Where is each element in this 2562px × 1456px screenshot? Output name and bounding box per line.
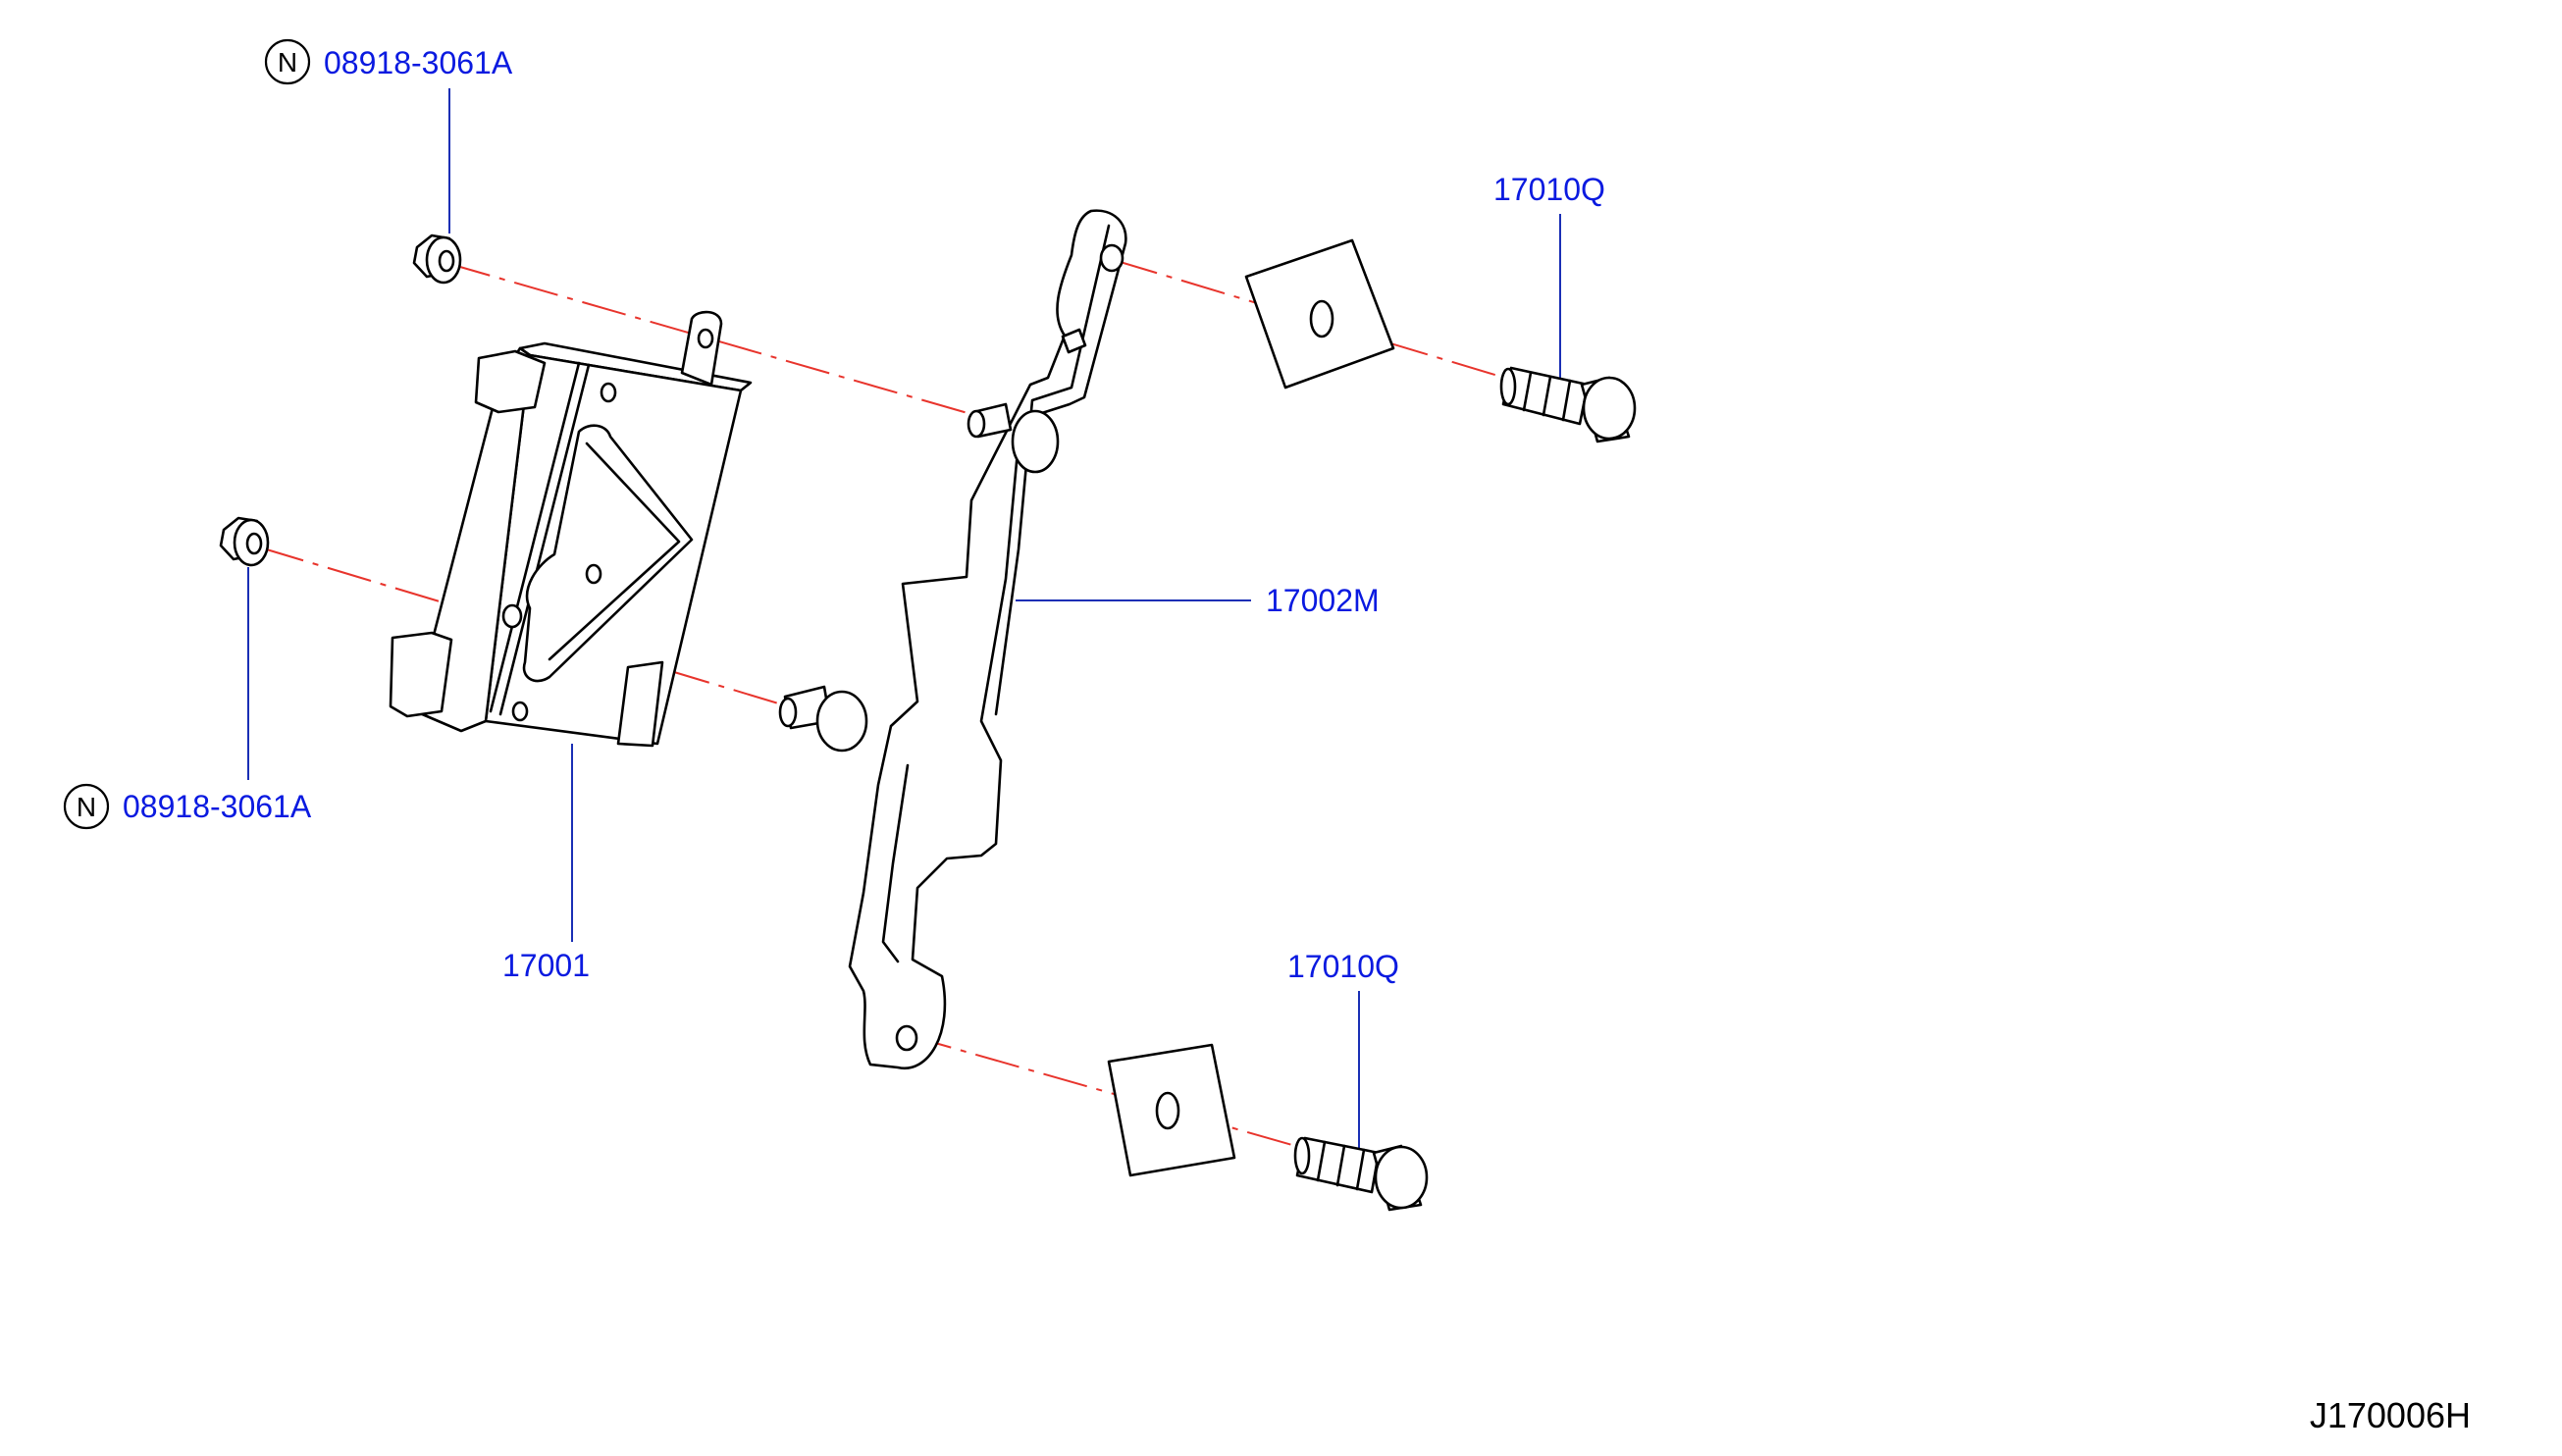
bolt-bottom-thread-2 (1335, 1144, 1346, 1187)
bracket-lower-hole (895, 1024, 918, 1052)
callouts: N 08918-3061A N 08918-3061A 17010Q 17010… (63, 38, 2471, 1435)
nut-left-bore (245, 532, 263, 555)
standard-part-letter-left: N (77, 792, 96, 822)
diagram-reference-code: J170006H (2310, 1395, 2471, 1435)
center-line-left (259, 546, 796, 709)
standard-part-letter-top: N (278, 47, 297, 78)
bolt-top-shank (1501, 366, 1590, 426)
bolt-bottom (1293, 1136, 1429, 1212)
callout-control-unit: 17001 (502, 948, 590, 983)
upper-stud-base (1011, 409, 1060, 474)
lower-stud-base (815, 690, 868, 753)
callout-bolt-top: 17010Q (1493, 172, 1605, 207)
bolt-top-thread-2 (1542, 375, 1552, 417)
control-unit-block-top (474, 349, 547, 414)
bolt-top (1499, 366, 1637, 443)
bracket-outline (848, 209, 1127, 1070)
callout-bolt-bottom: 17010Q (1287, 949, 1399, 984)
flange-nut-left (219, 516, 270, 567)
bolt-top-thread-3 (1561, 379, 1572, 422)
control-unit (389, 310, 753, 748)
callout-nut-top: 08918-3061A (324, 45, 513, 80)
control-unit-top-tab (680, 310, 723, 387)
spacer-top-hole (1309, 299, 1334, 338)
bolt-top-thread-1 (1522, 371, 1533, 412)
flange-nut-top (412, 234, 462, 285)
control-unit-hole-middle (585, 563, 602, 585)
control-unit-harness-clip (522, 424, 694, 683)
control-unit-block-bottom-left (389, 631, 453, 718)
bolt-top-tip (1499, 367, 1517, 406)
control-unit-block-bottom-right (616, 660, 664, 748)
center-line-top (445, 262, 982, 418)
callout-bracket: 17002M (1266, 583, 1380, 618)
standard-part-symbol-top (264, 38, 311, 85)
leader-lines (247, 88, 1561, 1153)
bolt-bottom-thread-1 (1316, 1140, 1327, 1182)
control-unit-hole-lower (511, 701, 529, 722)
bracket-square-slot (1061, 328, 1087, 354)
spacer-bottom-hole (1155, 1091, 1180, 1130)
lower-stud (778, 685, 868, 753)
bracket-upper-hole (1099, 243, 1124, 273)
standard-part-symbol-left (63, 783, 110, 830)
mounting-bracket (778, 209, 1127, 1070)
spacer-plate-top (1244, 238, 1395, 390)
control-unit-harness-inner (548, 442, 681, 661)
bracket-lower-flange (881, 763, 910, 963)
bracket-inner-edge (994, 224, 1111, 716)
control-unit-rail (489, 361, 591, 716)
spacer-plate-bottom (1107, 1043, 1236, 1177)
bolt-bottom-head (1374, 1145, 1429, 1210)
control-unit-hole-upper (600, 382, 617, 403)
bolt-bottom-tip (1293, 1136, 1311, 1175)
upper-stud (967, 402, 1060, 474)
nut-top-bore (438, 249, 455, 273)
lower-stud-tip (778, 697, 798, 728)
callout-nut-left: 08918-3061A (123, 789, 312, 824)
control-unit-hole-mount (501, 603, 523, 629)
bolt-bottom-thread-3 (1355, 1148, 1366, 1191)
control-unit-top-tab-hole (697, 328, 714, 349)
upper-stud-tip (967, 409, 986, 439)
bolt-top-head (1582, 376, 1637, 441)
